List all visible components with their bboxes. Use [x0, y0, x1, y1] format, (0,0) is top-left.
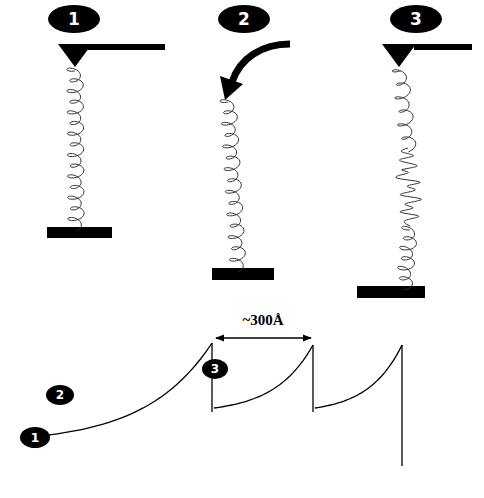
- folded-domains: [392, 70, 416, 152]
- callout-number-text: 3: [410, 11, 422, 28]
- callout-number-text: 2: [56, 389, 64, 401]
- cantilever: [58, 44, 165, 67]
- dimension-arrow: [216, 337, 311, 338]
- unfolded-domain: [396, 148, 422, 226]
- callout-number-text: 2: [238, 11, 250, 28]
- callout-number: 2: [218, 5, 270, 33]
- protein-chains: [67, 68, 422, 290]
- callout-number: 3: [202, 359, 228, 379]
- cantilever: [382, 44, 472, 67]
- callout-number: 2: [46, 385, 74, 405]
- folded-domains: [398, 226, 417, 290]
- folded-domains: [67, 68, 84, 231]
- curve-drop: [401, 345, 402, 466]
- dimension-label: ~300Å: [240, 312, 285, 329]
- callout-number-text: 1: [30, 431, 39, 444]
- bent-cantilever: [220, 44, 290, 100]
- force-extension-curve: [40, 343, 402, 466]
- folded-domains: [220, 100, 245, 272]
- substrate: [212, 268, 274, 280]
- callout-number: 1: [48, 5, 100, 33]
- curve-rise: [40, 343, 212, 436]
- callout-number-text: 3: [211, 363, 219, 375]
- callout-number-text: 1: [68, 11, 80, 28]
- callout-number: 1: [20, 427, 50, 448]
- curve-rise: [315, 345, 402, 408]
- curve-drop: [312, 345, 313, 412]
- substrate: [357, 286, 425, 298]
- callout-number: 3: [390, 5, 442, 33]
- curve-rise: [214, 345, 313, 408]
